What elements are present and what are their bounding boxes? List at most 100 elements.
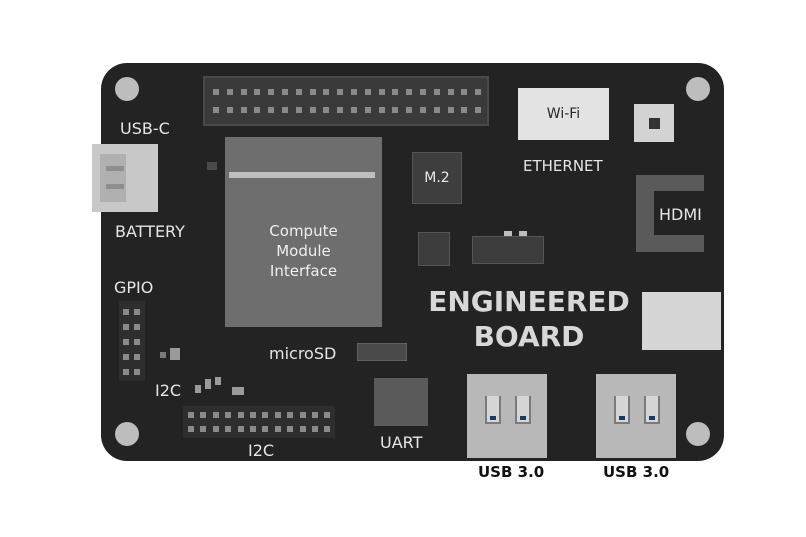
wifi-module: Wi-Fi xyxy=(518,88,609,140)
cm-line1: Compute xyxy=(269,222,338,240)
board-title-line1: ENGINEERED xyxy=(428,285,630,318)
board-title-line2: BOARD xyxy=(473,320,585,353)
header-pin xyxy=(295,89,302,95)
header-pin xyxy=(250,412,256,418)
header-pin xyxy=(406,107,413,113)
chip xyxy=(418,232,450,266)
header-pin xyxy=(123,324,129,330)
header-pin xyxy=(268,107,275,113)
cm-connector-rail xyxy=(229,172,375,178)
header-pin xyxy=(134,354,140,360)
header-pin xyxy=(134,339,140,345)
i2c-header-bottom xyxy=(183,406,335,438)
header-pin xyxy=(225,412,232,418)
header-pin xyxy=(420,89,426,95)
gpio-header-left xyxy=(119,301,145,381)
header-pin xyxy=(392,107,399,113)
header-pin xyxy=(225,426,232,432)
header-pin xyxy=(262,412,269,418)
header-pin xyxy=(287,426,294,432)
header-pin xyxy=(392,89,399,95)
smd-component xyxy=(232,387,244,395)
usb3-label-right: USB 3.0 xyxy=(603,463,670,481)
compute-module-interface: Compute Module Interface xyxy=(225,137,382,327)
header-pin xyxy=(200,426,207,432)
header-pin xyxy=(262,426,269,432)
ethernet-jack xyxy=(642,292,721,350)
gpio-label: GPIO xyxy=(114,278,154,297)
header-pin xyxy=(213,107,219,113)
cm-line2: Module xyxy=(276,242,331,260)
usb-c-port xyxy=(92,144,158,212)
header-pin xyxy=(309,89,316,95)
uart-label: UART xyxy=(380,433,423,452)
smd-component xyxy=(215,377,221,385)
chip xyxy=(472,236,544,264)
header-pin xyxy=(123,369,129,375)
hdmi-label: HDMI xyxy=(659,205,702,224)
battery-label: BATTERY xyxy=(115,222,185,241)
smd-component xyxy=(160,352,166,358)
m2-chip: M.2 xyxy=(412,152,462,204)
header-pin xyxy=(337,89,344,95)
microsd-slot xyxy=(357,343,407,361)
header-pin xyxy=(268,89,275,95)
header-pin xyxy=(282,107,288,113)
header-pin xyxy=(123,309,129,315)
header-pin xyxy=(123,339,129,345)
header-pin xyxy=(200,412,207,418)
cm-line3: Interface xyxy=(269,262,338,280)
header-pin xyxy=(475,107,482,113)
header-pin xyxy=(212,412,219,418)
cm-latch xyxy=(207,162,217,170)
header-pin xyxy=(226,89,233,95)
mounting-hole xyxy=(115,422,139,446)
header-pin xyxy=(364,107,371,113)
header-pin xyxy=(213,89,219,95)
header-pin xyxy=(461,89,468,95)
header-pin xyxy=(250,426,256,432)
header-pin xyxy=(188,426,194,432)
header-pin xyxy=(406,89,413,95)
header-pin xyxy=(312,426,318,432)
mounting-hole xyxy=(686,77,710,101)
header-pin xyxy=(237,426,244,432)
antenna-connector xyxy=(634,104,674,142)
usb-c-label: USB-C xyxy=(120,119,170,138)
header-pin xyxy=(134,324,140,330)
i2c-label-left: I2C xyxy=(155,381,182,400)
header-pin xyxy=(240,89,247,95)
usb3-label-left: USB 3.0 xyxy=(478,463,545,481)
header-pin xyxy=(123,354,129,360)
header-pin xyxy=(274,412,281,418)
smd-component xyxy=(170,348,180,360)
header-pin xyxy=(324,412,331,418)
header-pin xyxy=(378,89,385,95)
header-pin xyxy=(254,89,261,95)
header-pin xyxy=(226,107,233,113)
smd-pad xyxy=(504,231,512,236)
header-pin xyxy=(282,89,288,95)
header-pin xyxy=(433,107,440,113)
mounting-hole xyxy=(115,77,139,101)
header-pin xyxy=(323,89,330,95)
gpio-header-top xyxy=(203,76,489,126)
header-pin xyxy=(323,107,330,113)
header-pin xyxy=(378,107,385,113)
header-pin xyxy=(134,309,140,315)
header-pin xyxy=(324,426,331,432)
hdmi-port xyxy=(636,175,704,252)
m2-label: M.2 xyxy=(424,170,450,186)
smd-pad xyxy=(519,231,527,236)
header-pin xyxy=(274,426,281,432)
header-pin xyxy=(299,426,306,432)
header-pin xyxy=(212,426,219,432)
header-pin xyxy=(433,89,440,95)
uart-connector xyxy=(374,378,428,426)
smd-component xyxy=(205,379,211,389)
ethernet-label: ETHERNET xyxy=(523,157,603,175)
header-pin xyxy=(475,89,482,95)
header-pin xyxy=(420,107,426,113)
wifi-label: Wi-Fi xyxy=(546,106,581,122)
microsd-label: microSD xyxy=(269,344,337,363)
